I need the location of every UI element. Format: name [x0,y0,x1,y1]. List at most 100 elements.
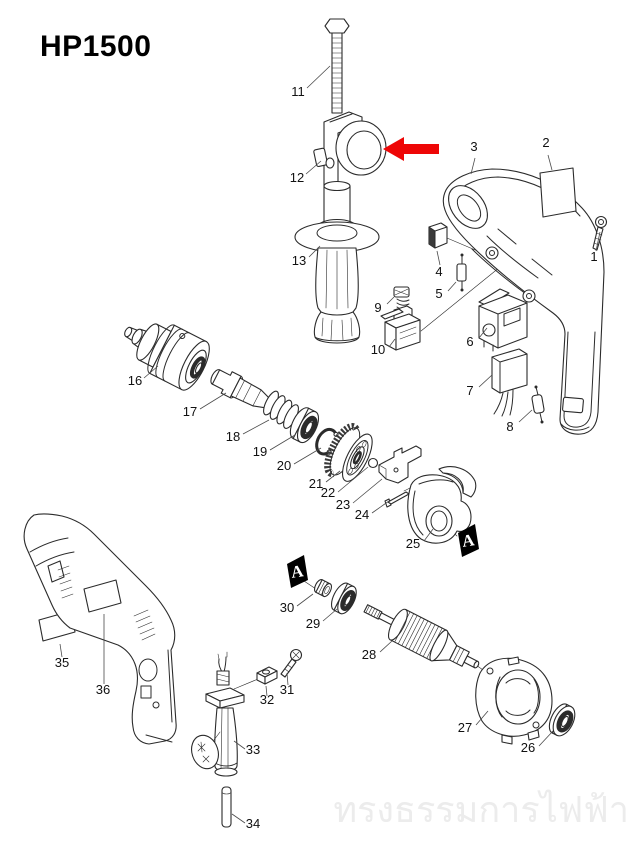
detail-marker-a-left: A [287,555,308,588]
part-number-25: 25 [406,536,420,551]
callout-leader-line [59,643,63,658]
part-2-nameplate [539,167,577,218]
part-number-29: 29 [306,616,320,631]
detail-marker-letter: A [461,530,477,551]
part-number-26: 26 [521,740,535,755]
callout-leader-line [352,478,383,504]
callout-leader-line [388,338,396,348]
part-number-30: 30 [280,600,294,615]
part-3-motor-housing [442,168,605,435]
part-number-18: 18 [226,429,240,444]
part-number-11: 11 [291,84,305,99]
part-number-16: 16 [128,373,142,388]
part-5-pin [456,253,467,292]
part-number-21: 21 [309,476,323,491]
part-23-baffle-plate [378,445,422,484]
part-28-armature [363,604,480,669]
part-number-2: 2 [542,135,549,150]
part-number-28: 28 [362,647,376,662]
part-31-screw [280,648,303,678]
callout-leader-line [470,157,476,175]
part-36-housing-set [23,513,177,745]
page-title: HP1500 [40,30,152,63]
callout-leader-line [242,419,270,435]
part-number-3: 3 [470,139,477,154]
callout-leader-line [447,281,457,292]
part-number-17: 17 [183,404,197,419]
detail-marker-letter: A [290,561,306,582]
part-number-5: 5 [435,286,442,301]
detail-marker-a-right: A [458,524,479,557]
callout-leader-line [518,409,533,423]
part-number-6: 6 [466,334,473,349]
callout-leader-line [265,685,268,697]
part-4-block [428,222,448,249]
part-10-brush-holder [380,308,421,351]
callout-leader-line [371,500,390,514]
callout-leader-line [305,160,322,175]
callout-leader-line [478,374,493,388]
part-number-36: 36 [96,682,110,697]
callout-leader-line [233,740,246,750]
callout-leader-line [293,447,322,465]
part-32-cord-clamp [256,666,278,685]
callout-leader-line [325,470,341,483]
callout-leader-line [475,710,489,726]
part-13-side-grip [294,180,380,344]
part-number-20: 20 [277,458,291,473]
part-30-sleeve [313,579,333,598]
part-number-22: 22 [321,485,335,500]
callout-leader-line [436,250,441,266]
callout-leader-line [423,528,434,542]
part-number-13: 13 [292,253,306,268]
callout-leader-line [286,672,289,686]
callout-leader-line [308,245,321,258]
part-number-24: 24 [355,507,369,522]
part-number-27: 27 [458,720,472,735]
part-33-power-cord [191,651,245,777]
part-26-ball-bearing [548,703,576,737]
part-number-7: 7 [466,383,473,398]
part-number-19: 19 [253,444,267,459]
part-number-1: 1 [590,249,597,264]
callout-leader-line [337,466,369,493]
part-21-gear [324,423,373,482]
callout-leader-line [386,296,395,305]
part-1-screw [592,215,608,251]
part-22-steel-ball [367,457,379,469]
part-number-35: 35 [55,655,69,670]
part-number-32: 32 [260,692,274,707]
part-20-retaining-ring [315,427,339,456]
callout-leader-line [547,154,553,171]
callout-layer: 1234567891011121316171819202122232425262… [55,65,601,831]
highlight-arrow [383,137,439,161]
part-7-capacitor [491,348,528,417]
part-number-23: 23 [336,497,350,512]
part-34-rod [221,786,232,828]
callout-leader-line [538,730,554,747]
callout-leader-line [379,640,393,653]
callout-leader-line [322,608,338,622]
callout-leader-line [296,593,314,607]
part-number-4: 4 [435,264,442,279]
part-11-bolt [324,18,350,114]
part-25-bearing-box [407,466,477,544]
part-number-12: 12 [290,170,304,185]
part-number-31: 31 [280,682,294,697]
part-number-9: 9 [374,300,381,315]
callout-leader-line [231,813,246,824]
part-number-8: 8 [506,419,513,434]
part-29-ball-bearing [330,582,357,615]
part-6-switch [478,288,528,352]
callout-leader-line [199,392,227,410]
callout-leader-line [269,434,296,451]
part-number-33: 33 [246,742,260,757]
callout-leader-line [595,231,601,252]
part-number-34: 34 [246,816,260,831]
callout-leader-line [478,327,488,339]
part-number-10: 10 [371,342,385,357]
part-12-clamp [313,111,387,187]
callout-leader-line [143,365,159,379]
